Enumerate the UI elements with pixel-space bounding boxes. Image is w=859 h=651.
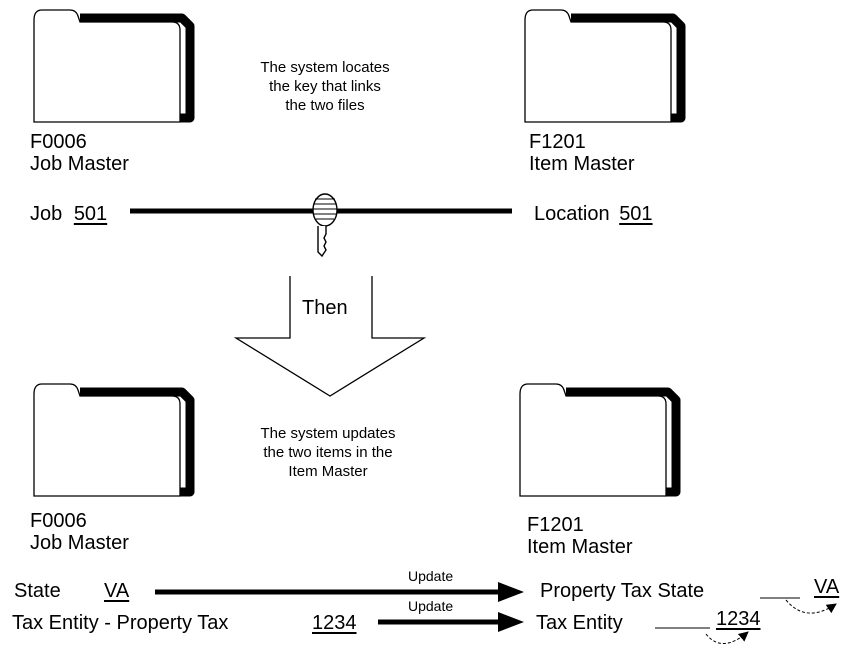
bottom-caption: The system updates the two items in the …	[233, 424, 423, 481]
caption-line: Item Master	[288, 463, 368, 480]
source-value: 1234	[312, 612, 357, 634]
target-label: Property Tax State	[540, 580, 705, 602]
location-field: Location 501	[534, 203, 653, 225]
caption-line: The system locates	[260, 59, 390, 76]
folder-icon	[34, 384, 190, 496]
source-label: Tax Entity - Property Tax	[12, 612, 229, 634]
caption-line: the two files	[285, 97, 365, 114]
caption-line: the key that links	[269, 78, 381, 95]
field-label: Location	[534, 203, 610, 225]
source-label: State	[14, 580, 61, 602]
caption-line: The system updates	[260, 425, 396, 442]
then-arrow	[233, 276, 427, 397]
key-icon	[312, 193, 338, 258]
curved-pointer-arrow	[705, 631, 749, 644]
update-label: Update	[408, 568, 454, 584]
then-label: Then	[302, 297, 348, 319]
file-code: F1201	[529, 131, 586, 153]
target-value: VA	[814, 576, 840, 598]
update-arrow-head	[498, 582, 524, 602]
curved-pointer-arrow	[785, 599, 837, 614]
source-value: VA	[104, 580, 130, 602]
file-code: F0006	[30, 131, 87, 153]
file-name: Job Master	[30, 532, 129, 554]
top-caption: The system locates the key that links th…	[230, 58, 420, 115]
file-name: Item Master	[527, 536, 633, 558]
file-name: Item Master	[529, 153, 635, 175]
field-value: 501	[73, 203, 108, 225]
file-name: Job Master	[30, 153, 129, 175]
update-arrow-head	[498, 612, 524, 632]
target-value: 1234	[716, 608, 761, 630]
field-value: 501	[619, 203, 653, 225]
folder-icon	[525, 10, 681, 122]
file-code: F1201	[527, 514, 584, 536]
job-field: Job 501	[30, 203, 107, 225]
update-label: Update	[408, 598, 454, 614]
file-code: F0006	[30, 510, 87, 532]
folder-icon	[520, 384, 676, 496]
caption-line: the two items in the	[263, 444, 393, 461]
folder-icon	[34, 10, 190, 122]
field-label: Job	[30, 203, 63, 225]
target-label: Tax Entity	[536, 612, 623, 634]
